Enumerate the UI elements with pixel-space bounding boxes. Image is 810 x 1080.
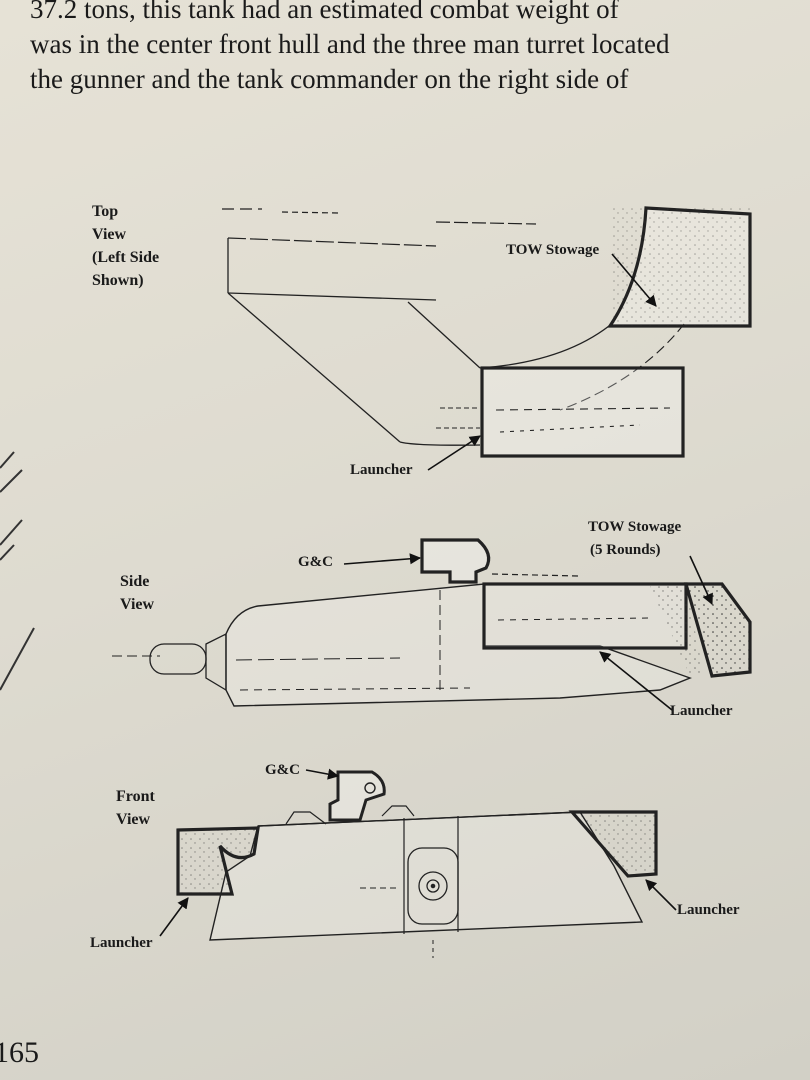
page-number: 165 [0,1036,39,1069]
tow-stowage-rounds-label: (5 Rounds) [590,542,661,558]
gc-label: G&C [265,762,300,778]
margin-marks [0,451,35,691]
body-text-line: was in the center front hull and the thr… [30,29,670,59]
body-text-line: 37.2 tons, this tank had an estimated co… [30,0,619,24]
launcher-left-label: Launcher [90,935,153,951]
body-text: 37.2 tons, this tank had an estimated co… [30,0,810,97]
front-view-drawing [159,768,677,958]
top-view-drawing [222,206,752,471]
launcher-label: Launcher [350,462,413,478]
gc-label: G&C [298,554,333,570]
tow-stowage-label: TOW Stowage [506,242,600,258]
side-view-title: Side View [120,573,155,613]
front-view-title: Front View [116,788,155,828]
launcher-right-label: Launcher [677,902,740,918]
side-view-drawing [112,538,752,711]
tow-stowage-label: TOW Stowage [588,519,682,535]
launcher-label: Launcher [670,703,733,719]
body-text-line: the gunner and the tank commander on the… [30,64,629,94]
top-view-title: Top View (Left Side Shown) [92,203,160,289]
